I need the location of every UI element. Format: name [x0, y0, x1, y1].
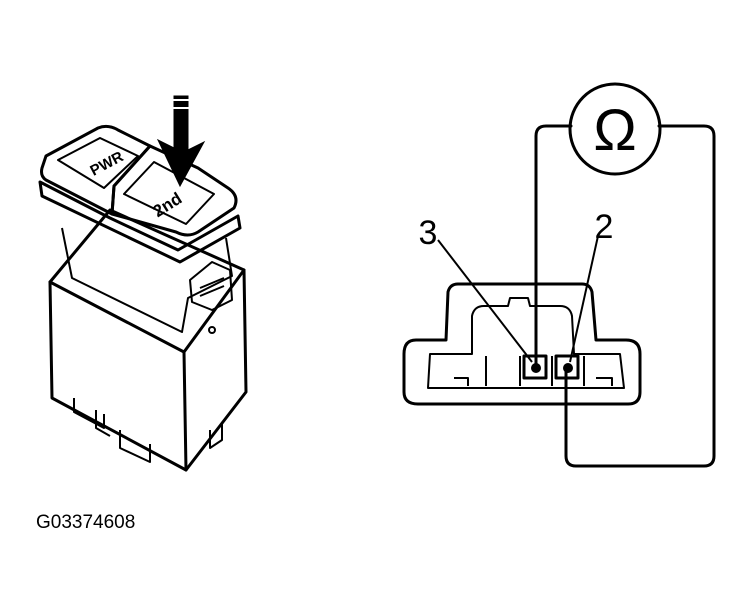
terminal-2-cavity — [554, 354, 580, 380]
arrow-hatch — [166, 99, 196, 109]
button-bezel — [38, 180, 242, 264]
ohm-symbol: Ω — [593, 98, 636, 163]
ohmmeter-circuit: Ω — [534, 82, 716, 468]
switch-assembly: PWR 2nd — [38, 95, 248, 472]
connector-cavities — [454, 356, 613, 386]
ohmmeter-symbol — [568, 82, 662, 176]
terminal-3-cavity — [522, 354, 548, 380]
switch-housing — [61, 227, 233, 333]
connector — [402, 282, 642, 406]
switch-rivet — [208, 326, 216, 334]
pwr-key-face — [57, 137, 139, 189]
terminal-2-probe — [563, 363, 573, 373]
switch-pins — [73, 398, 223, 463]
switch-latch — [189, 261, 233, 311]
pwr-label: PWR — [87, 148, 126, 180]
latch-detail — [199, 277, 225, 297]
leader-3 — [437, 239, 533, 363]
terminal-3-probe — [531, 363, 541, 373]
switch-body-side — [182, 268, 248, 472]
second-key-face — [123, 161, 215, 225]
press-arrow-icon — [156, 95, 206, 188]
connector-inner — [427, 297, 625, 389]
connector-outer — [402, 282, 642, 406]
figure-id: G03374608 — [36, 512, 135, 533]
terminal-2-label: 2 — [595, 208, 614, 246]
second-key — [110, 144, 238, 237]
switch-body — [48, 280, 188, 472]
lead-right — [564, 124, 716, 468]
terminal-3-label: 3 — [419, 214, 438, 252]
lead-left — [534, 124, 573, 368]
leader-2 — [569, 235, 599, 363]
